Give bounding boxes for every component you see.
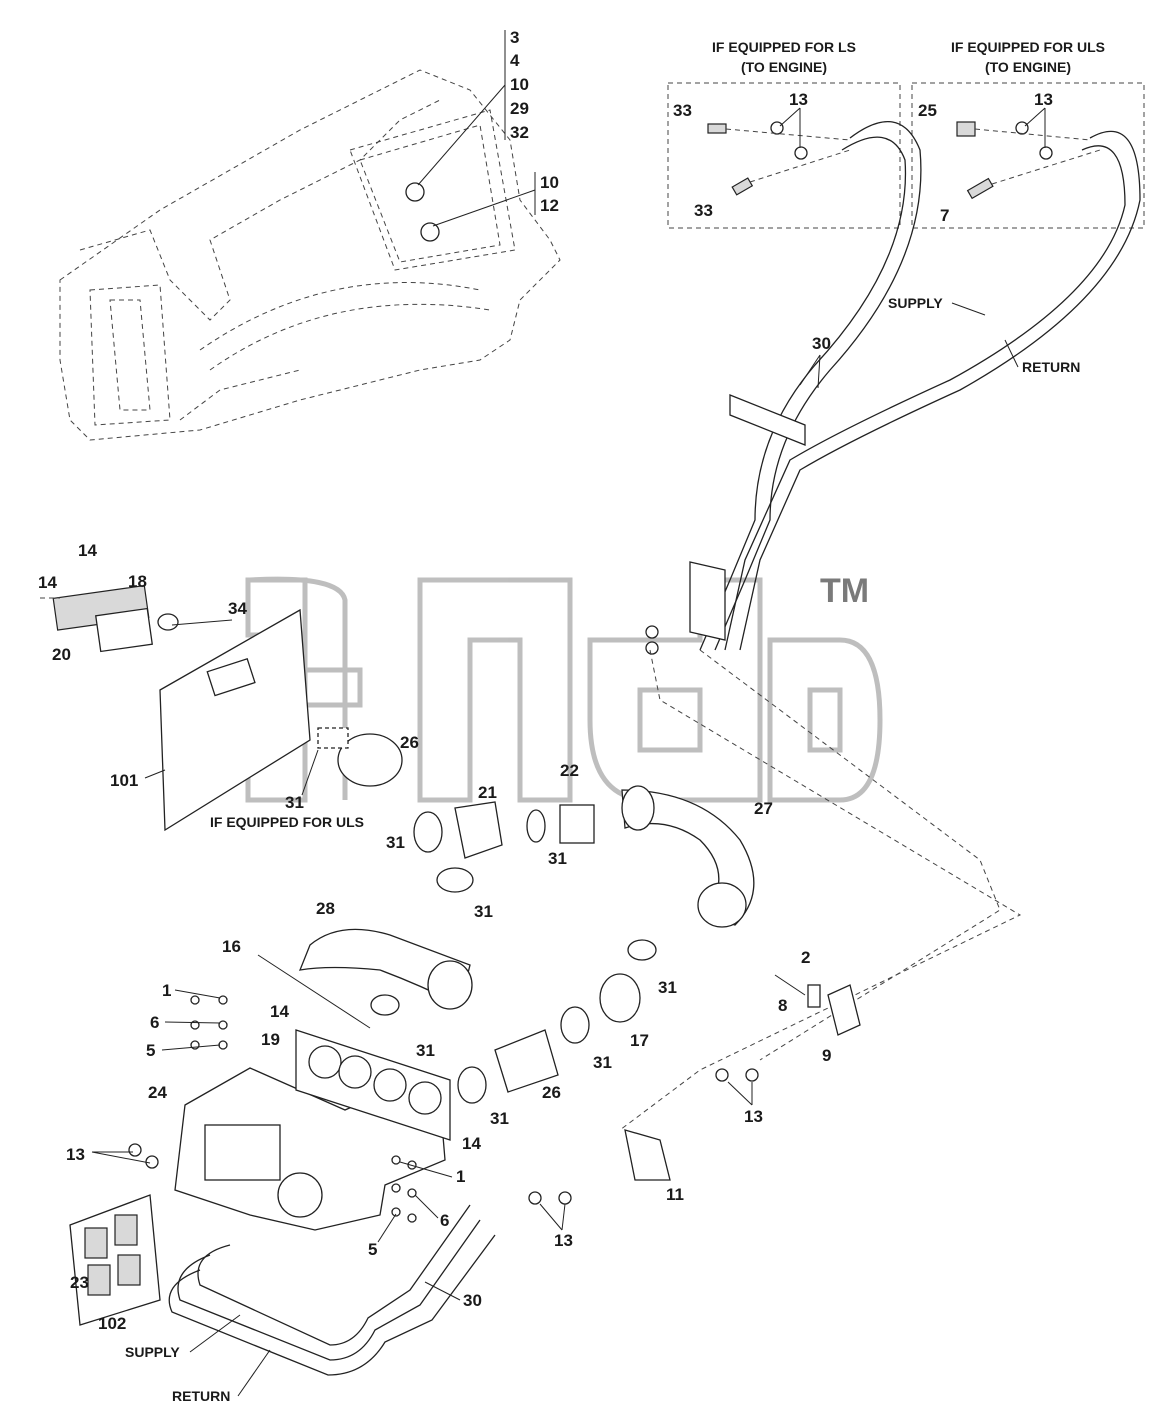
callout-30: 30 [812, 334, 831, 353]
callout-stack-a-2: 4 [510, 51, 520, 70]
callout-1: 1 [456, 1167, 465, 1186]
supply-label-top: SUPPLY [888, 295, 943, 311]
callout-25: 25 [918, 101, 937, 120]
supply-label-bottom: SUPPLY [125, 1344, 180, 1360]
callout-26: 26 [400, 733, 419, 752]
callout-19: 19 [261, 1030, 280, 1049]
callout-13: 13 [66, 1145, 85, 1164]
duct-assembly [413, 785, 755, 928]
callout-22: 22 [560, 761, 579, 780]
return-label-bottom: RETURN [172, 1388, 230, 1404]
callout-27: 27 [754, 799, 773, 818]
right-components [128, 939, 861, 1205]
callout-stack-a-3: 10 [510, 75, 529, 94]
supply-route-dashed [619, 649, 1022, 1131]
callout-17: 17 [630, 1031, 649, 1050]
callout-6: 6 [440, 1211, 449, 1230]
callout-24: 24 [148, 1083, 167, 1102]
callout-31: 31 [548, 849, 567, 868]
callout-101: 101 [110, 771, 138, 790]
louver-grille [69, 1194, 161, 1326]
dashboard-housing [59, 69, 561, 441]
callout-13: 13 [554, 1231, 573, 1250]
callout-9: 9 [822, 1046, 831, 1065]
callout-26: 26 [542, 1083, 561, 1102]
uls-note: IF EQUIPPED FOR ULS [210, 814, 364, 830]
callout-14: 14 [462, 1134, 481, 1153]
callout-16: 16 [222, 937, 241, 956]
callout-1: 1 [162, 981, 171, 1000]
trademark-symbol: TM [820, 572, 869, 610]
callout-28: 28 [316, 899, 335, 918]
callout-18: 18 [128, 572, 147, 591]
callout-6: 6 [150, 1013, 159, 1032]
callout-102: 102 [98, 1314, 126, 1333]
lower-heater-hoses [168, 1204, 496, 1376]
callout-13: 13 [789, 90, 808, 109]
callout-14: 14 [270, 1002, 289, 1021]
callout-13: 13 [744, 1107, 763, 1126]
hardware-left [190, 995, 228, 1050]
callout-5: 5 [368, 1240, 377, 1259]
uls-header-line2: (TO ENGINE) [985, 59, 1071, 75]
callout-31: 31 [490, 1109, 509, 1128]
callout-14: 14 [38, 573, 57, 592]
callout-stack-a-5: 32 [510, 123, 529, 142]
callout-8: 8 [778, 996, 787, 1015]
callout-31: 31 [474, 902, 493, 921]
return-route-dashed [699, 649, 1001, 1061]
callout-31: 31 [416, 1041, 435, 1060]
callout-stack-a-4: 29 [510, 99, 529, 118]
callout-31: 31 [386, 833, 405, 852]
callout-31: 31 [285, 793, 304, 812]
callout-21: 21 [478, 783, 497, 802]
callout-31: 31 [658, 978, 677, 997]
callout-34: 34 [228, 599, 247, 618]
callout-33: 33 [673, 101, 692, 120]
defrost-vent-assembly [52, 584, 403, 832]
ls-fittings [707, 121, 851, 196]
upper-heater-hoses [645, 120, 1141, 655]
callout-stack-a-1: 3 [510, 28, 519, 47]
callout-2: 2 [801, 948, 810, 967]
callout-stack-b-1: 10 [540, 173, 559, 192]
callout-7: 7 [940, 206, 949, 225]
return-label-top: RETURN [1022, 359, 1080, 375]
callout-31: 31 [593, 1053, 612, 1072]
uls-fittings [956, 121, 1101, 200]
callout-5: 5 [146, 1041, 155, 1060]
callout-30: 30 [463, 1291, 482, 1310]
hardware-right [391, 1155, 417, 1223]
callout-20: 20 [52, 645, 71, 664]
callout-33: 33 [694, 201, 713, 220]
ls-header-line1: IF EQUIPPED FOR LS [712, 39, 856, 55]
callout-11: 11 [666, 1185, 684, 1204]
uls-header-line1: IF EQUIPPED FOR ULS [951, 39, 1105, 55]
callout-stack-b-2: 12 [540, 196, 559, 215]
callout-14: 14 [78, 541, 97, 560]
callout-23: 23 [70, 1273, 89, 1292]
callout-13: 13 [1034, 90, 1053, 109]
heater-box [174, 1029, 451, 1231]
ls-header-line2: (TO ENGINE) [741, 59, 827, 75]
flex-duct-28 [257, 928, 473, 1029]
